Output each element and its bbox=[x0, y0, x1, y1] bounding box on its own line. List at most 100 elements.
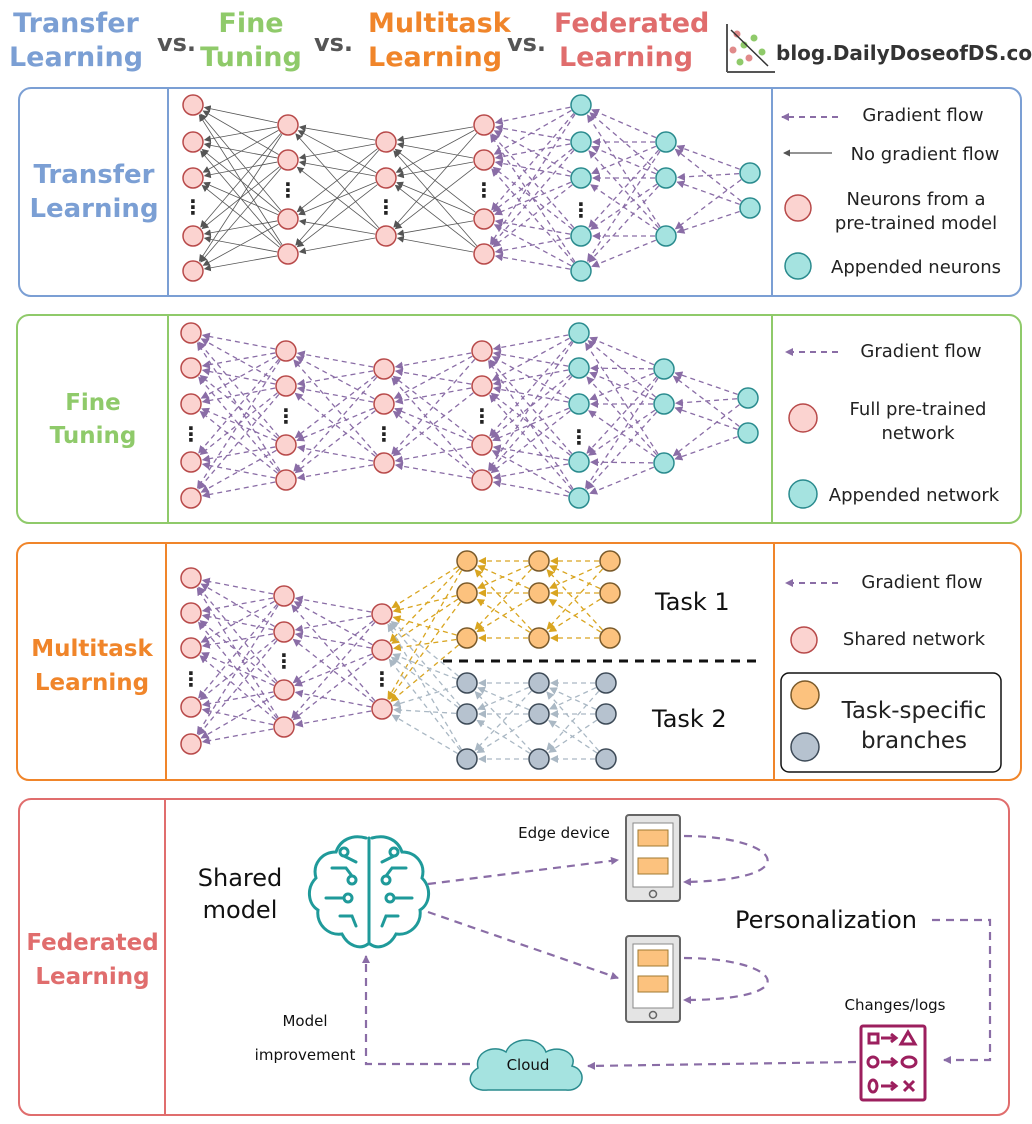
gray-neuron bbox=[456, 703, 478, 725]
gradient-arrow bbox=[676, 180, 740, 205]
teal-neuron bbox=[739, 162, 761, 184]
no-gradient-arrow bbox=[203, 255, 278, 272]
teal-neuron bbox=[737, 422, 759, 444]
cloud-to-model-arrow bbox=[362, 955, 470, 1066]
header-federated-line2: Learning bbox=[558, 42, 694, 73]
ellipsis-dots: ⋮ bbox=[376, 195, 396, 219]
gradient-arrow bbox=[491, 112, 575, 211]
gradient-arrow bbox=[491, 356, 570, 400]
gradient-arrow bbox=[589, 112, 659, 172]
pink-neuron bbox=[277, 243, 299, 265]
gradient-arrow bbox=[198, 604, 278, 699]
pink-neuron bbox=[473, 208, 495, 230]
gray-neuron bbox=[595, 672, 617, 694]
gradient-arrow bbox=[548, 687, 597, 710]
gradient-arrow bbox=[198, 358, 280, 454]
gradient-arrow bbox=[294, 689, 372, 708]
gradient-arrow bbox=[491, 149, 575, 246]
teal-neuron bbox=[570, 225, 592, 247]
gradient-arrow bbox=[294, 631, 372, 649]
header-vs-2: vs. bbox=[314, 29, 354, 57]
gradient-arrow bbox=[492, 479, 569, 497]
legend-appended-neurons: Appended neurons bbox=[831, 257, 1001, 278]
personalization-label: Personalization bbox=[735, 906, 917, 934]
gradient-arrow bbox=[392, 392, 474, 457]
blog-url[interactable]: blog.DailyDoseofDS.com bbox=[776, 41, 1032, 65]
gradient-arrow bbox=[586, 376, 658, 454]
model-improvement-line2: improvement bbox=[254, 1046, 356, 1064]
pink-neuron bbox=[471, 469, 493, 491]
teal-neuron bbox=[568, 322, 590, 344]
finetune-title: Fine Tuning bbox=[18, 387, 168, 453]
pink-neuron bbox=[473, 149, 495, 171]
ellipsis-dots: ⋮ bbox=[472, 404, 492, 428]
header-fine-tuning: Fine Tuning bbox=[196, 7, 306, 75]
gradient-arrow bbox=[296, 370, 374, 387]
no-gradient-arrow bbox=[394, 148, 476, 213]
legend-shared-network: Shared network bbox=[842, 629, 986, 650]
no-gradient-arrow bbox=[200, 168, 282, 263]
gradient-arrow bbox=[394, 368, 472, 385]
gradient-arrow bbox=[201, 577, 274, 595]
no-gradient-arrow bbox=[201, 148, 280, 213]
teal-neuron bbox=[570, 167, 592, 189]
legend-branches-line2: branches bbox=[860, 728, 968, 754]
gradient-arrow bbox=[474, 690, 532, 752]
ellipsis-dots: ⋮ bbox=[474, 178, 494, 202]
gradient-arrow bbox=[296, 385, 374, 403]
ellipsis-dots: ⋮ bbox=[571, 198, 591, 222]
gradient-arrow bbox=[201, 332, 276, 350]
task-2-label: Task 2 bbox=[652, 705, 727, 733]
gradient-arrow bbox=[201, 387, 276, 405]
teal-neuron bbox=[655, 225, 677, 247]
gradient-arrow bbox=[674, 371, 738, 396]
legend-full-line2: network bbox=[881, 423, 955, 444]
gradient-arrow bbox=[489, 359, 573, 455]
teal-neuron bbox=[568, 357, 590, 379]
gradient-arrow bbox=[546, 569, 604, 631]
federated-title: Federated Learning bbox=[20, 926, 165, 994]
no-gradient-arrow bbox=[298, 159, 376, 177]
pink-neuron bbox=[375, 225, 397, 247]
gradient-arrow bbox=[391, 377, 476, 473]
ellipsis-dots: ⋮ bbox=[183, 195, 203, 219]
finetune-title-line2: Tuning bbox=[49, 423, 137, 449]
gray-neuron bbox=[456, 672, 478, 694]
header-transfer-line1: Transfer bbox=[13, 8, 139, 39]
pink-neuron bbox=[371, 698, 393, 720]
no-gradient-arrow bbox=[203, 181, 279, 216]
finetune-title-line1: Fine bbox=[65, 390, 121, 416]
federated-title-line1: Federated bbox=[26, 930, 159, 956]
gradient-arrow bbox=[492, 148, 573, 213]
teal-neuron bbox=[737, 387, 759, 409]
gradient-arrow bbox=[492, 166, 573, 230]
gradient-arrow bbox=[198, 341, 280, 438]
teal-neuron bbox=[655, 167, 677, 189]
gradient-arrow bbox=[295, 356, 375, 400]
transfer-title-line1: Transfer bbox=[33, 160, 155, 190]
header-vs-3: vs. bbox=[507, 29, 547, 57]
gradient-arrow bbox=[546, 690, 600, 751]
no-gradient-arrow bbox=[394, 184, 476, 248]
pink-neuron bbox=[182, 225, 204, 247]
no-gradient-arrow bbox=[396, 235, 474, 253]
teal-neuron bbox=[653, 393, 675, 415]
gradient-arrow bbox=[198, 586, 278, 682]
pink-neuron bbox=[180, 487, 202, 509]
gradient-arrow bbox=[493, 109, 572, 155]
scatter-logo-icon bbox=[726, 24, 775, 73]
no-gradient-arrow bbox=[203, 161, 278, 179]
legend-pink-neuron-icon bbox=[790, 626, 818, 654]
no-gradient-arrow bbox=[396, 220, 474, 237]
gradient-arrow bbox=[494, 124, 571, 141]
gradient-arrow bbox=[394, 387, 472, 405]
pink-neuron bbox=[273, 679, 295, 701]
pink-neuron bbox=[471, 340, 493, 362]
gradient-arrow bbox=[591, 145, 657, 175]
gradient-arrow bbox=[586, 114, 661, 228]
gradient-arrow bbox=[489, 375, 573, 472]
shared-to-edge1-arrow bbox=[427, 856, 619, 886]
no-gradient-arrow bbox=[298, 237, 376, 255]
gradient-arrow bbox=[492, 407, 570, 442]
gradient-arrow bbox=[390, 620, 459, 677]
